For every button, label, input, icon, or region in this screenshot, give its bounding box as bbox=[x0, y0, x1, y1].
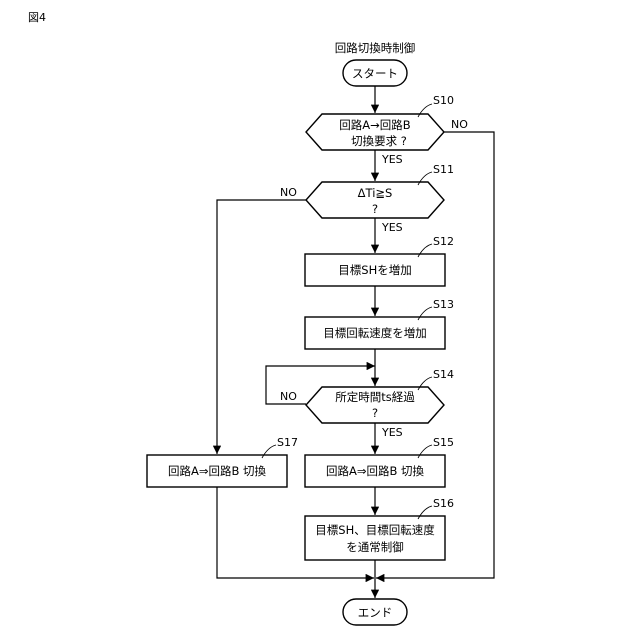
s10-no-label: NO bbox=[451, 118, 468, 131]
s10-line2: 切換要求 ? bbox=[351, 134, 407, 148]
s14-line2: ? bbox=[372, 406, 378, 420]
s11-line2: ? bbox=[372, 202, 378, 216]
s14-step-label: S14 bbox=[433, 368, 454, 381]
s15-text: 回路A⇒回路B 切換 bbox=[326, 464, 425, 478]
s10-yes-label: YES bbox=[381, 153, 403, 166]
chart-title: 回路切換時制御 bbox=[335, 41, 416, 55]
end-label: エンド bbox=[358, 606, 393, 620]
start-label: スタート bbox=[352, 67, 398, 81]
flow-s11-no bbox=[217, 200, 306, 454]
s10-step-label: S10 bbox=[433, 94, 454, 107]
s11-step-label: S11 bbox=[433, 163, 454, 176]
s12-step-label: S12 bbox=[433, 235, 454, 248]
s11-no-label: NO bbox=[280, 186, 297, 199]
s16-line1: 目標SH、目標回転速度 bbox=[315, 523, 435, 537]
s15-step-label: S15 bbox=[433, 436, 454, 449]
s16-step-label: S16 bbox=[433, 497, 454, 510]
s12-text: 目標SHを増加 bbox=[338, 263, 411, 277]
s16-line2: を通常制御 bbox=[346, 540, 404, 554]
s17-text: 回路A⇒回路B 切換 bbox=[168, 464, 267, 478]
s13-text: 目標回転速度を増加 bbox=[323, 326, 427, 340]
s17-step-label: S17 bbox=[277, 436, 298, 449]
s14-line1: 所定時間ts経過 bbox=[335, 390, 415, 404]
figure-label: 図4 bbox=[28, 11, 46, 24]
s13-step-label: S13 bbox=[433, 298, 454, 311]
s14-no-label: NO bbox=[280, 390, 297, 403]
s11-yes-label: YES bbox=[381, 221, 403, 234]
s10-line1: 回路A→回路B bbox=[339, 118, 411, 132]
s14-yes-label: YES bbox=[381, 426, 403, 439]
s11-line1: ΔTi≧S bbox=[358, 186, 393, 200]
